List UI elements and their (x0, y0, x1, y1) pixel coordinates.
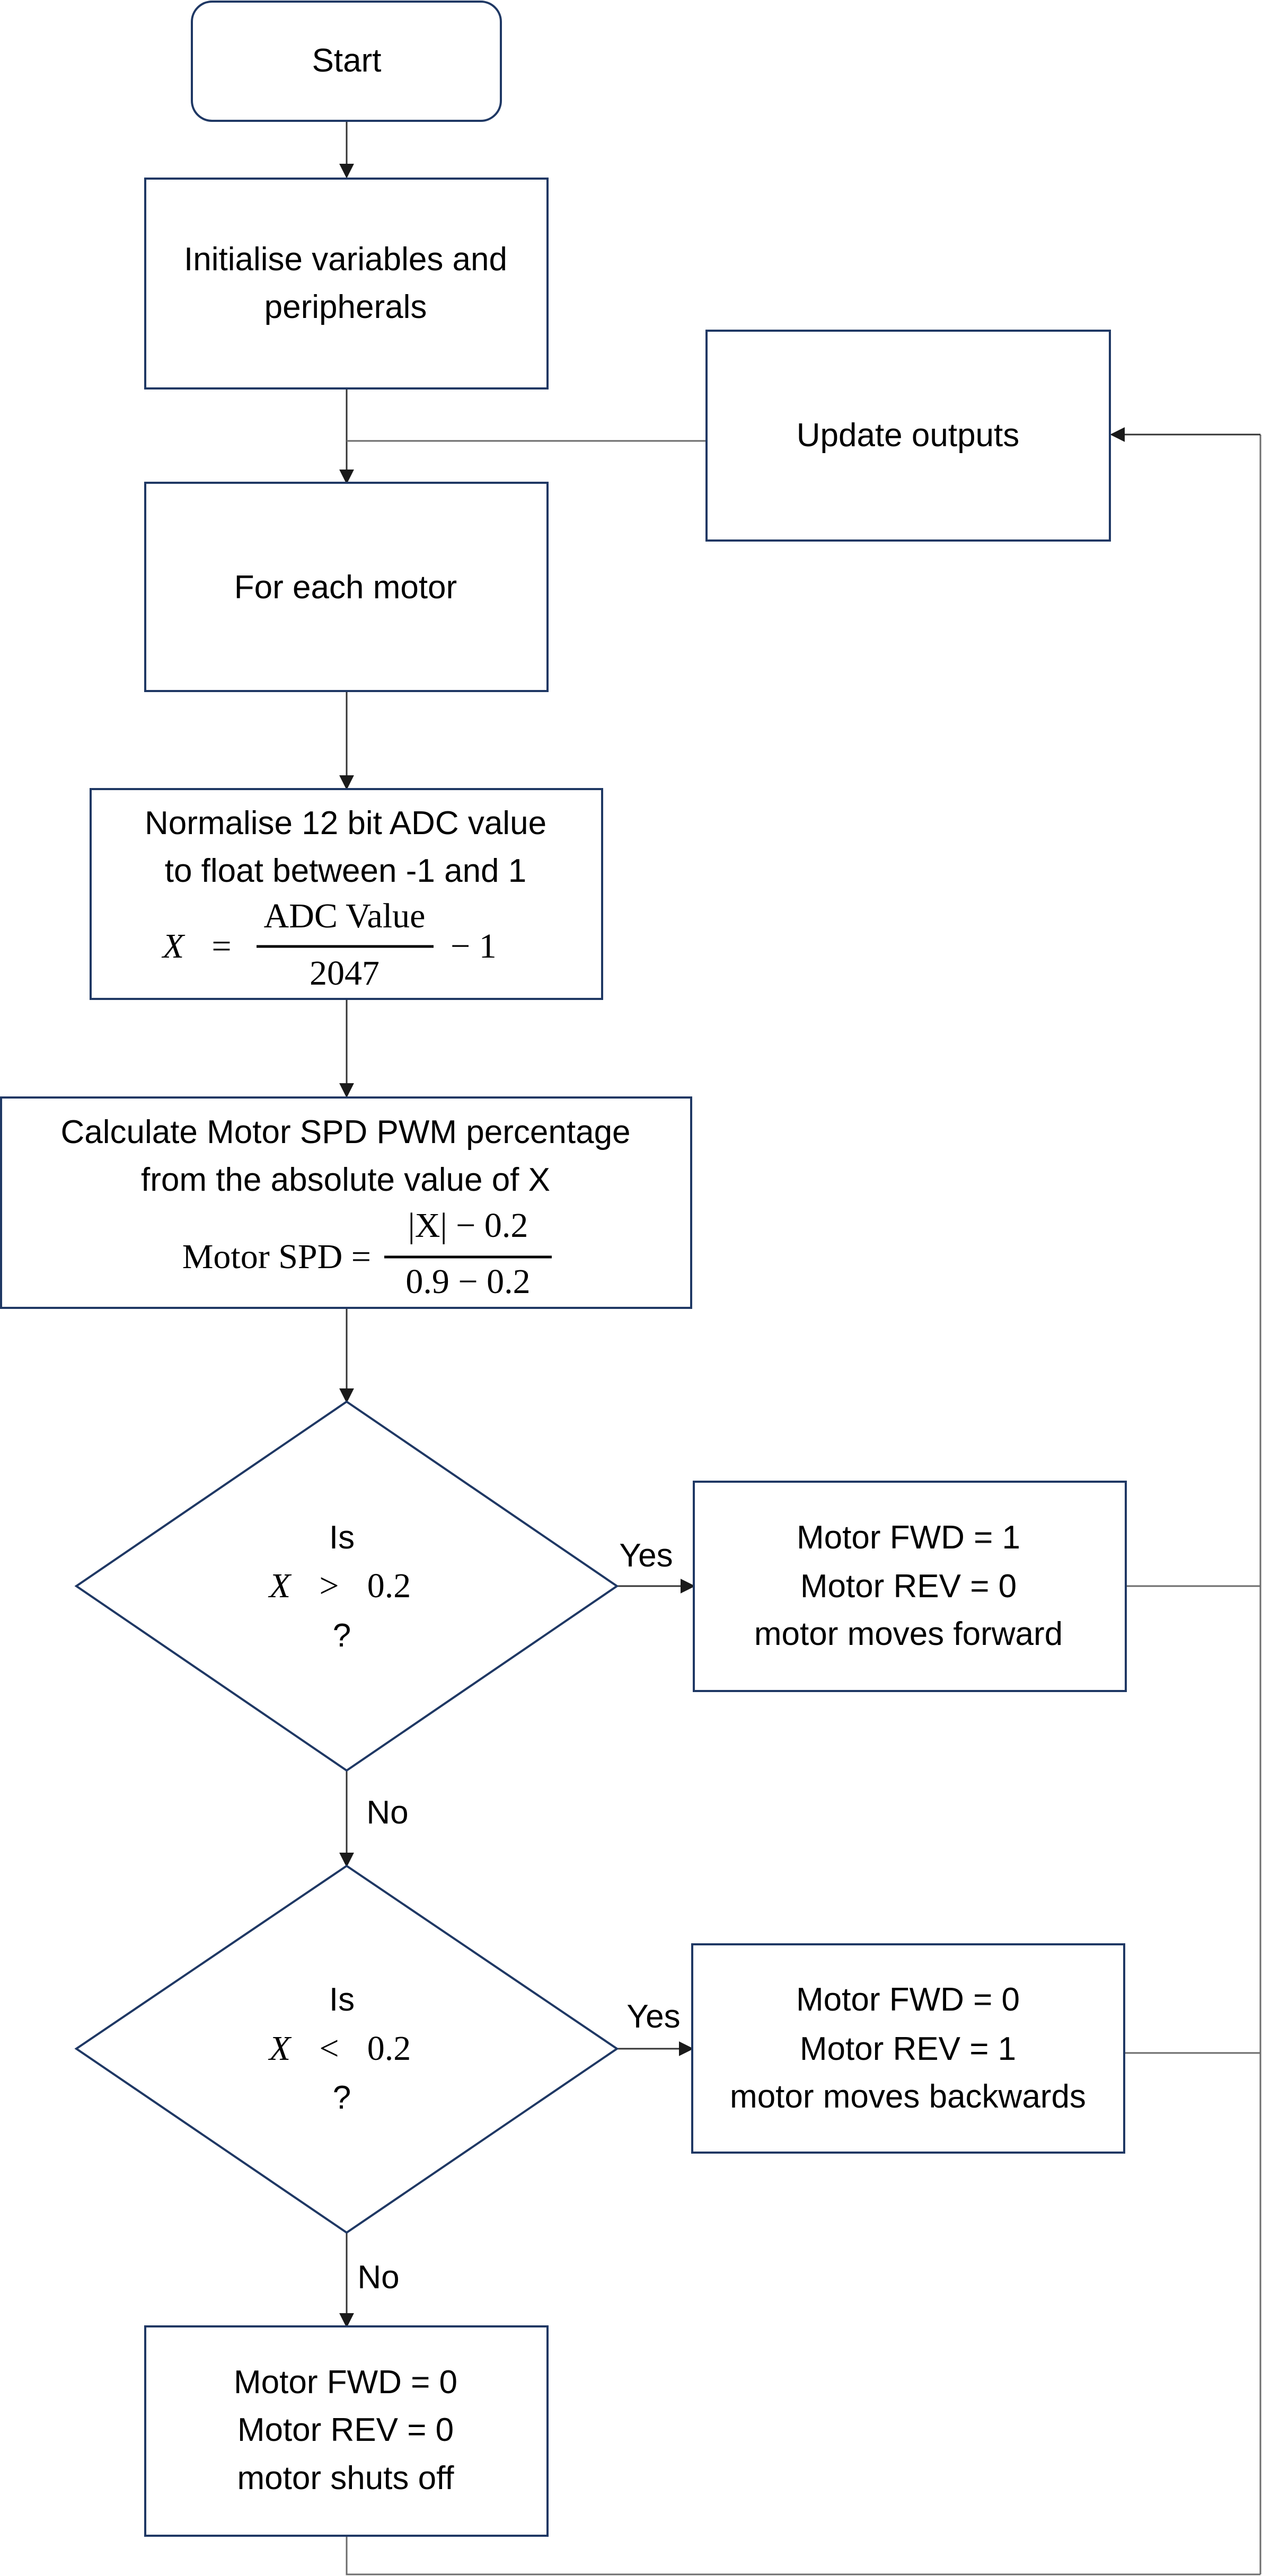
calculate-formula-denominator: 0.9 − 0.2 (405, 1262, 530, 1301)
forward-line2: Motor REV = 0 (800, 1568, 1017, 1605)
for-each-motor-node (144, 482, 549, 692)
backward-line3: motor moves backwards (730, 2078, 1086, 2115)
normalise-node (90, 788, 603, 1000)
decision1-yes-label: Yes (619, 1537, 673, 1574)
decision2-line3: ? (333, 2079, 351, 2116)
for-each-motor-label: For each motor (234, 569, 457, 606)
decision1-line1: Is (329, 1519, 355, 1556)
calculate-node (0, 1096, 692, 1309)
decision2-op: < (319, 2029, 339, 2068)
forward-node (693, 1481, 1127, 1692)
normalise-formula-numerator: ADC Value (264, 897, 426, 935)
init-node (144, 178, 549, 390)
decision2-line1: Is (329, 1981, 355, 2018)
forward-line3: motor moves forward (754, 1616, 1063, 1652)
decision1-op: > (319, 1566, 339, 1605)
shutoff-node (144, 2325, 549, 2537)
init-label-line1: Initialise variables and (184, 241, 507, 278)
decision1-line3: ? (333, 1617, 351, 1654)
update-outputs-node (705, 330, 1111, 542)
normalise-formula-tail: − 1 (451, 927, 497, 966)
normalise-formula-lhs: X (161, 927, 186, 966)
decision2-yes-label: Yes (626, 1998, 680, 2035)
calculate-formula-lhs: Motor SPD = (182, 1237, 371, 1276)
normalise-formula-eq: = (211, 927, 231, 966)
calculate-formula-numerator: |X| − 0.2 (408, 1206, 528, 1245)
decision2-no-label: No (357, 2259, 399, 2296)
forward-line1: Motor FWD = 1 (797, 1519, 1020, 1556)
decision1-diamond (74, 1400, 619, 1772)
decision2-var: X (268, 2029, 292, 2068)
normalise-label-line2: to float between -1 and 1 (165, 853, 526, 889)
shutoff-line2: Motor REV = 0 (237, 2412, 454, 2448)
decision1-no-label: No (366, 1794, 408, 1831)
shutoff-line3: motor shuts off (237, 2460, 455, 2497)
decision1-value: 0.2 (367, 1566, 411, 1605)
start-label: Start (312, 42, 382, 79)
calculate-label-line2: from the absolute value of X (141, 1162, 550, 1198)
calculate-label-line1: Calculate Motor SPD PWM percentage (60, 1114, 630, 1150)
normalise-label-line1: Normalise 12 bit ADC value (145, 805, 546, 842)
backward-node (691, 1943, 1125, 2154)
normalise-formula-denominator: 2047 (310, 954, 380, 993)
decision2-diamond (74, 1864, 619, 2234)
start-node (191, 1, 502, 122)
backward-line2: Motor REV = 1 (800, 2031, 1016, 2067)
decision2-value: 0.2 (367, 2029, 411, 2068)
backward-line1: Motor FWD = 0 (796, 1981, 1020, 2018)
edge-shutoff-to-loop (346, 2536, 1260, 2575)
decision1-var: X (268, 1566, 292, 1605)
update-outputs-label: Update outputs (797, 417, 1020, 454)
init-label-line2: peripherals (264, 289, 427, 325)
shutoff-line1: Motor FWD = 0 (234, 2364, 457, 2401)
